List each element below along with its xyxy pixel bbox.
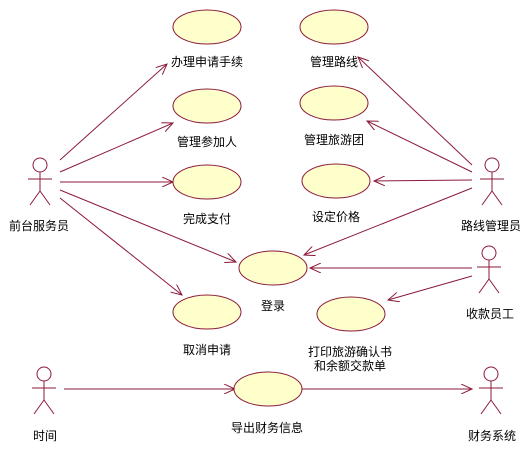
actor-front-desk <box>28 157 52 206</box>
use-case-manage-routes: 管理路线 <box>299 9 369 69</box>
actor-icon <box>32 157 48 173</box>
actor-icon <box>481 245 497 261</box>
actors <box>28 157 504 415</box>
actor-icon <box>484 157 500 173</box>
actor-icon <box>36 366 52 382</box>
use-case-print-confirmation-label-line2: 和余额交款单 <box>314 358 386 373</box>
actor-cashier <box>477 245 501 294</box>
actor-route-manager <box>480 157 504 206</box>
use-case-print-confirmation-label-line1: 打印旅游确认书 <box>308 345 392 359</box>
use-case-complete-payment: 完成支付 <box>172 164 242 226</box>
assoc-front-desk-apply <box>59 64 167 161</box>
use-case-apply: 办理申请手续 <box>171 9 243 69</box>
use-cases: 办理申请手续 管理参加人 完成支付 登录 取消申请 管理路线 管理旅游团 设定 <box>171 9 392 435</box>
assoc-front-desk-login <box>59 189 236 262</box>
actor-time <box>32 366 56 415</box>
use-case-manage-participants-label: 管理参加人 <box>177 134 237 149</box>
use-case-apply-label: 办理申请手续 <box>171 54 243 69</box>
use-case-set-price: 设定价格 <box>301 163 371 224</box>
actor-labels: 前台服务员 路线管理员 收款员工 时间 财务系统 <box>9 218 521 443</box>
use-case-login-label: 登录 <box>261 298 285 313</box>
use-case-print-confirmation: 打印旅游确认书 和余额交款单 <box>308 296 392 373</box>
use-case-export-finance-label: 导出财务信息 <box>231 420 303 435</box>
use-case-manage-tour-groups: 管理旅游团 <box>299 85 369 147</box>
use-case-cancel-apply-label: 取消申请 <box>183 343 231 357</box>
actor-cashier-label: 收款员工 <box>466 307 514 321</box>
use-case-login: 登录 <box>238 250 308 313</box>
assoc-front-desk-manage-participants <box>59 123 173 173</box>
use-case-manage-tour-groups-label: 管理旅游团 <box>304 132 364 147</box>
use-case-complete-payment-label: 完成支付 <box>183 211 231 226</box>
actor-icon <box>483 366 499 382</box>
actor-front-desk-label: 前台服务员 <box>9 218 69 233</box>
assoc-route-manager-tour-groups <box>367 121 473 173</box>
use-case-set-price-label: 设定价格 <box>312 209 360 224</box>
assoc-route-manager-manage-routes <box>358 57 473 166</box>
use-case-manage-routes-label: 管理路线 <box>310 54 358 69</box>
associations <box>59 57 473 389</box>
assoc-route-manager-set-price <box>374 180 473 181</box>
assoc-route-manager-login <box>304 187 473 255</box>
assoc-cashier-print <box>388 275 473 300</box>
use-case-cancel-apply: 取消申请 <box>172 294 242 357</box>
actor-finance-system-label: 财务系统 <box>468 428 516 443</box>
use-case-export-finance: 导出财务信息 <box>231 371 303 435</box>
actor-route-manager-label: 路线管理员 <box>461 218 521 233</box>
assoc-front-desk-cancel <box>59 197 182 295</box>
use-case-manage-participants: 管理参加人 <box>172 88 242 149</box>
actor-time-label: 时间 <box>33 429 57 443</box>
actor-finance-system <box>479 366 503 415</box>
